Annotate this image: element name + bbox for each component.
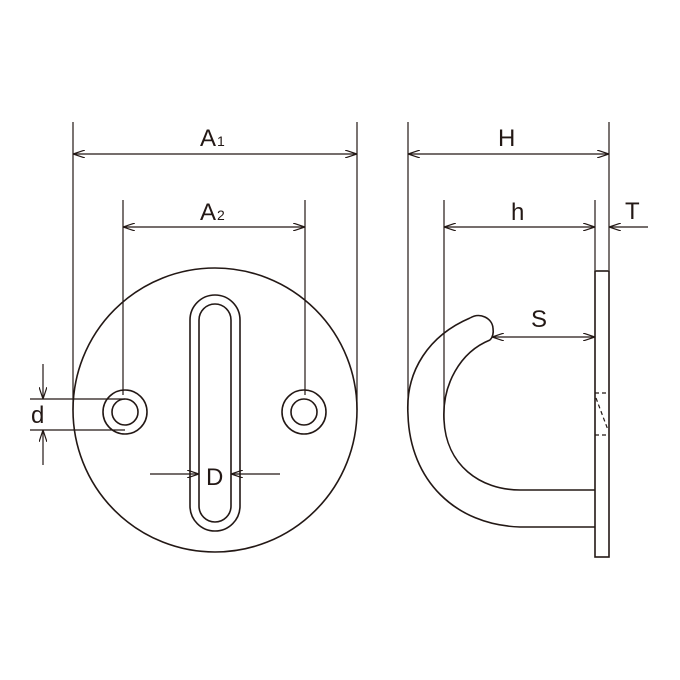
a2-label-sub: 2 — [217, 207, 225, 223]
base-plate-outline — [72, 267, 358, 553]
left-mounting-hole-outer — [102, 389, 148, 435]
side-plate — [594, 270, 610, 558]
h-label: h — [511, 199, 524, 226]
hook-inner-curve — [443, 339, 595, 491]
d-small-label: d — [31, 402, 44, 429]
a1-label: A1 — [200, 125, 225, 152]
D-large-label: D — [206, 464, 223, 491]
right-mounting-hole-outer — [281, 389, 327, 435]
a1-label-main: A — [200, 125, 216, 152]
center-slot-outer — [189, 294, 241, 532]
hook-tip — [469, 314, 495, 341]
a2-label-main: A — [200, 199, 216, 226]
H-label: H — [498, 125, 515, 152]
a2-label: A2 — [200, 199, 225, 226]
hook-outer-curve — [407, 317, 595, 528]
side-view: H h T S — [407, 122, 648, 558]
hidden-hole-diag — [595, 397, 609, 431]
left-mounting-hole-inner — [111, 398, 139, 426]
S-label: S — [531, 306, 547, 333]
front-view: A1 A2 d D — [30, 122, 358, 553]
center-slot-inner — [198, 303, 232, 523]
a1-label-sub: 1 — [217, 133, 225, 149]
T-label: T — [625, 198, 640, 225]
right-mounting-hole-inner — [290, 398, 318, 426]
